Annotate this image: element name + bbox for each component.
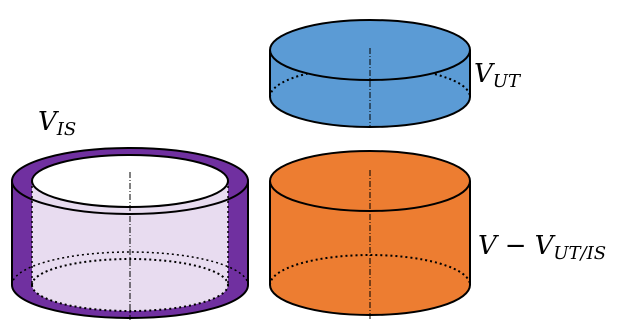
bottom-orange-cylinder <box>269 150 471 320</box>
ring-outer-bottom-back-rim <box>11 251 249 286</box>
left-ring-cylinder <box>11 147 249 320</box>
label-v-minus-v-ut-is: V−VUT/IS <box>478 231 606 264</box>
ring-inner-bottom-front-rim <box>31 284 229 312</box>
bottom-cylinder-bottom-back-rim <box>269 254 471 286</box>
top-blue-cylinder <box>269 19 471 128</box>
label-v-is: VIS <box>38 107 76 140</box>
top-cylinder-bottom-back-rim <box>269 66 471 98</box>
ring-inner-body <box>32 181 228 311</box>
label-v-ut: VUT <box>474 59 522 92</box>
ring-inner-bottom-back-rim <box>31 258 229 286</box>
